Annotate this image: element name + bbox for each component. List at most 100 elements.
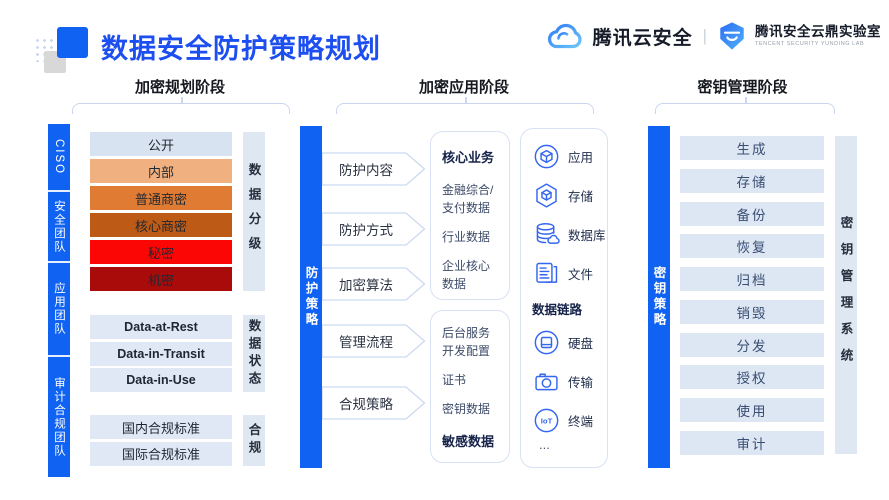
- step-destroy: 销毁: [680, 299, 824, 324]
- database-icon: [536, 222, 560, 244]
- svg-text:IoT: IoT: [541, 416, 553, 425]
- file-icon: [536, 262, 558, 283]
- level-row-core-commercial: 核心商密: [90, 213, 232, 237]
- step-recover: 恢复: [680, 234, 824, 259]
- core-business-title: 核心业务: [442, 150, 495, 165]
- sens-item-certificate: 证书: [442, 373, 467, 387]
- level-row-public: 公开: [90, 132, 232, 156]
- arrow-label: 防护内容: [339, 163, 393, 178]
- transfer-icon: [535, 373, 558, 391]
- level-row-ordinary-commercial: 普通商密: [90, 186, 232, 210]
- iot-icon: IoT: [534, 408, 559, 433]
- bracket-keymgmt: [655, 97, 835, 114]
- tencent-cloud-security-label: 腾讯云安全: [592, 27, 693, 49]
- app-icon: [534, 144, 559, 169]
- team-audit-compliance: 审计合规团队: [48, 355, 70, 477]
- target-row-storage: 存储: [532, 176, 607, 215]
- data-states: Data-at-Rest Data-in-Transit Data-in-Use: [90, 315, 232, 395]
- data-grading-label: 数据分级: [243, 132, 265, 291]
- state-row-in-transit: Data-in-Transit: [90, 341, 232, 366]
- step-generate: 生成: [680, 136, 824, 160]
- brand-area: 腾讯云安全 | 腾讯安全云鼎实验室 TENCENT SECURITY YUNDI…: [545, 21, 881, 51]
- section-header-keymgmt: 密钥管理阶段: [697, 79, 788, 96]
- target-row-iot-terminal: IoT 终端: [532, 401, 607, 440]
- core-item-finance: 金融综合/支付数据: [442, 183, 494, 215]
- level-label: 核心商密: [134, 218, 187, 234]
- step-store: 存储: [680, 168, 824, 193]
- target-label: 存储: [568, 190, 594, 204]
- team-ciso: CISO: [53, 138, 65, 176]
- step-backup: 备份: [680, 201, 824, 226]
- yunding-lab-subtitle: TENCENT SECURITY YUNDING LAB: [755, 41, 865, 47]
- key-strategy-bar: 密钥策略: [648, 126, 670, 468]
- page-title: 数据安全防护策略规划: [101, 34, 381, 64]
- step-authorize: 授权: [680, 365, 824, 390]
- arrow-protection-content: 防护内容: [322, 152, 426, 186]
- target-label: 应用: [568, 151, 594, 165]
- tencent-cloud-icon: [547, 23, 582, 48]
- arrow-encryption-algorithm: 加密算法: [322, 267, 426, 301]
- bracket-application: [336, 97, 594, 114]
- arrow-management-process: 管理流程: [322, 324, 426, 358]
- protection-strategy-bar: 防护策略: [300, 126, 322, 468]
- core-item-enterprise: 企业核心数据: [442, 259, 491, 291]
- target-row-disk: 硬盘: [532, 323, 607, 362]
- compliance-label: 合规: [243, 415, 265, 466]
- storage-icon: [536, 183, 557, 208]
- level-label: 普通商密: [134, 191, 187, 207]
- step-archive: 归档: [680, 267, 824, 292]
- target-row-file: 文件: [532, 254, 607, 293]
- level-label: 秘密: [147, 245, 174, 261]
- compliance-row-international: 国际合规标准: [90, 441, 232, 466]
- data-state-label: 数据状态: [243, 315, 265, 392]
- step-use: 使用: [680, 398, 824, 423]
- team-security: 安全团队: [48, 190, 70, 261]
- target-label: 数据库: [568, 229, 606, 243]
- section-header-application: 加密应用阶段: [418, 79, 509, 96]
- arrow-label: 加密算法: [339, 278, 393, 293]
- sensitive-data-title: 敏感数据: [442, 434, 495, 449]
- section-header-planning: 加密规划阶段: [134, 79, 225, 96]
- level-label: 公开: [147, 137, 174, 153]
- compliance-row-domestic: 国内合规标准: [90, 415, 232, 439]
- bracket-planning: [72, 97, 290, 114]
- sensitive-data-box: 后台服务开发配置 证书 密钥数据 敏感数据: [430, 310, 510, 463]
- disk-icon: [534, 330, 559, 355]
- sens-item-key-data: 密钥数据: [442, 402, 491, 416]
- level-label: 机密: [147, 272, 174, 288]
- key-lifecycle-steps: 生成 存储 备份 恢复 归档 销毁 分发 授权 使用 审计: [680, 136, 824, 455]
- data-link-label: 数据链路: [532, 302, 583, 317]
- level-row-confidential: 机密: [90, 267, 232, 291]
- core-business-box: 核心业务 金融综合/支付数据 行业数据 企业核心数据: [430, 131, 510, 300]
- arrow-label: 管理流程: [339, 335, 393, 350]
- target-row-transfer: 传输: [532, 362, 607, 401]
- arrow-compliance-policy: 合规策略: [322, 386, 426, 420]
- target-label: 终端: [568, 415, 594, 429]
- target-label: 文件: [568, 268, 594, 282]
- state-row-at-rest: Data-at-Rest: [90, 315, 232, 339]
- yunding-lab-name: 腾讯安全云鼎实验室: [755, 24, 881, 40]
- step-distribute: 分发: [680, 332, 824, 357]
- level-row-internal: 内部: [90, 159, 232, 183]
- state-row-in-use: Data-in-Use: [90, 368, 232, 392]
- step-audit: 审计: [680, 430, 824, 455]
- target-row-database: 数据库: [532, 215, 607, 254]
- target-label: 硬盘: [568, 337, 594, 351]
- targets-ellipsis: ...: [539, 437, 550, 452]
- blue-square-logo-mark: [57, 27, 88, 58]
- key-management-system-label: 密钥管理系统: [835, 136, 857, 454]
- arrow-label: 防护方式: [339, 223, 393, 238]
- target-label: 传输: [568, 376, 594, 390]
- data-classification-levels: 公开 内部 普通商密 核心商密 秘密 机密: [90, 132, 232, 294]
- encryption-targets-box: 应用 存储 数据库 文件: [520, 128, 608, 468]
- core-item-industry: 行业数据: [442, 230, 491, 244]
- arrow-protection-method: 防护方式: [322, 212, 426, 246]
- level-row-secret: 秘密: [90, 240, 232, 264]
- teams-bar: CISO 安全团队 应用团队 审计合规团队: [48, 124, 70, 477]
- level-label: 内部: [147, 164, 174, 180]
- arrow-label: 合规策略: [339, 397, 393, 412]
- brand-divider: |: [702, 26, 707, 45]
- yunding-lab-icon: [720, 22, 744, 50]
- team-application: 应用团队: [48, 261, 70, 355]
- compliance-standards: 国内合规标准 国际合规标准: [90, 415, 232, 468]
